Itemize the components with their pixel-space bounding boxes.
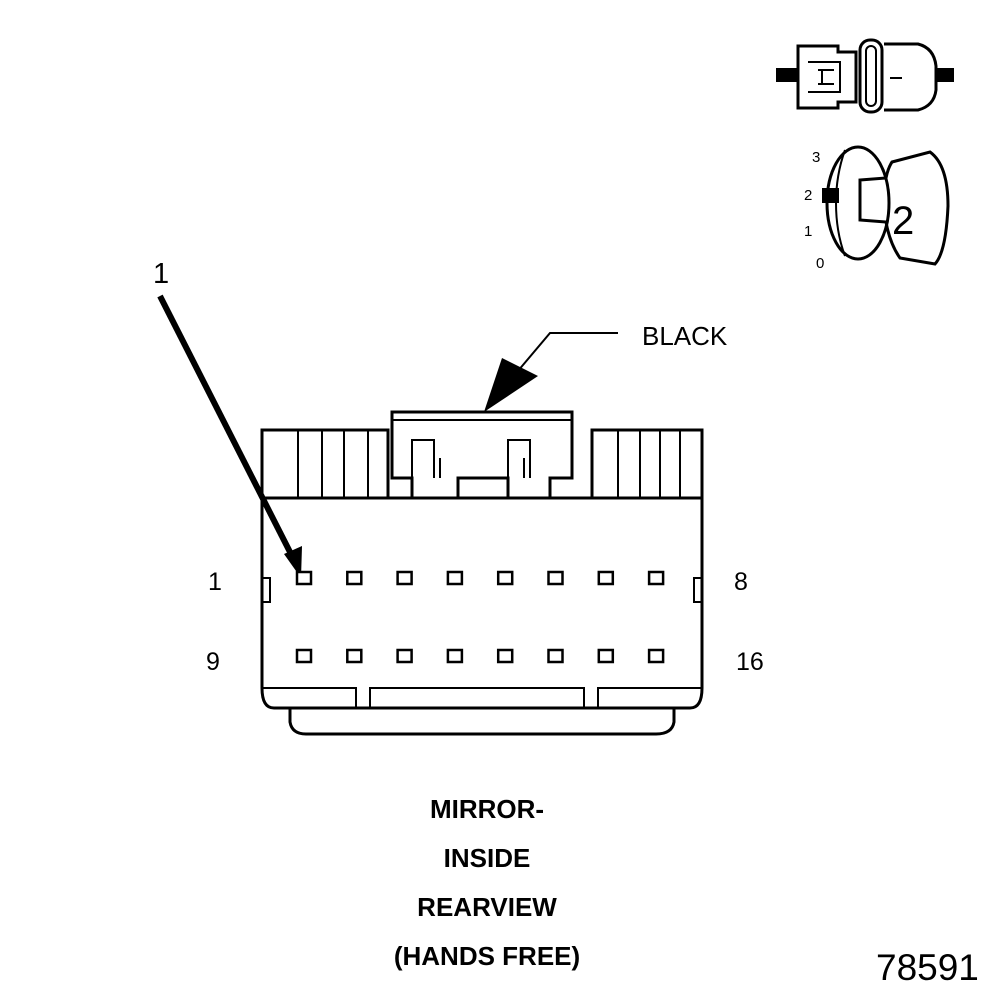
color-label: BLACK — [642, 321, 728, 351]
position-scale-0: 0 — [816, 255, 824, 272]
pin-label-9: 9 — [206, 648, 220, 676]
cavity-15 — [597, 648, 615, 664]
cavity-10 — [346, 648, 363, 664]
connector-side-view-icon — [776, 38, 954, 114]
cavity-1 — [295, 570, 313, 586]
title-line-3: REARVIEW — [417, 892, 557, 922]
cavity-4 — [446, 570, 464, 586]
callout-1: 1 — [153, 258, 302, 578]
position-marker — [822, 188, 839, 203]
callout-number: 1 — [153, 258, 169, 290]
color-arrowhead — [484, 358, 538, 412]
cavity-5 — [496, 570, 514, 586]
cavity-6 — [547, 570, 564, 586]
color-callout: BLACK — [484, 321, 728, 412]
cavity-9 — [295, 648, 313, 664]
title-line-2: INSIDE — [444, 843, 531, 873]
pin-label-8: 8 — [734, 568, 748, 596]
callout-leader-line — [157, 294, 295, 558]
cavity-16 — [647, 648, 665, 664]
cavity-3 — [396, 570, 413, 586]
position-indicator-icon: 3 2 1 0 2 — [804, 145, 950, 272]
connector-body — [260, 410, 704, 736]
cavity-7 — [597, 570, 615, 586]
callout-arrowhead — [284, 546, 302, 578]
position-scale-2: 2 — [804, 187, 812, 204]
figure-number: 78591 — [876, 947, 979, 988]
cavity-8 — [647, 570, 665, 586]
cavity-14 — [547, 648, 564, 664]
cavity-13 — [496, 648, 514, 664]
position-scale-3: 3 — [812, 149, 820, 166]
title-line-4: (HANDS FREE) — [394, 941, 580, 971]
connector-cavities — [295, 570, 665, 664]
cavity-11 — [396, 648, 413, 664]
position-scale-1: 1 — [804, 223, 812, 240]
cavity-12 — [446, 648, 464, 664]
cavity-2 — [346, 570, 363, 586]
position-selected-value: 2 — [892, 199, 914, 243]
title-line-1: MIRROR- — [430, 794, 544, 824]
connector-title: MIRROR- INSIDE REARVIEW (HANDS FREE) — [394, 794, 580, 971]
pin-label-1: 1 — [208, 568, 222, 596]
pin-label-16: 16 — [736, 648, 764, 676]
